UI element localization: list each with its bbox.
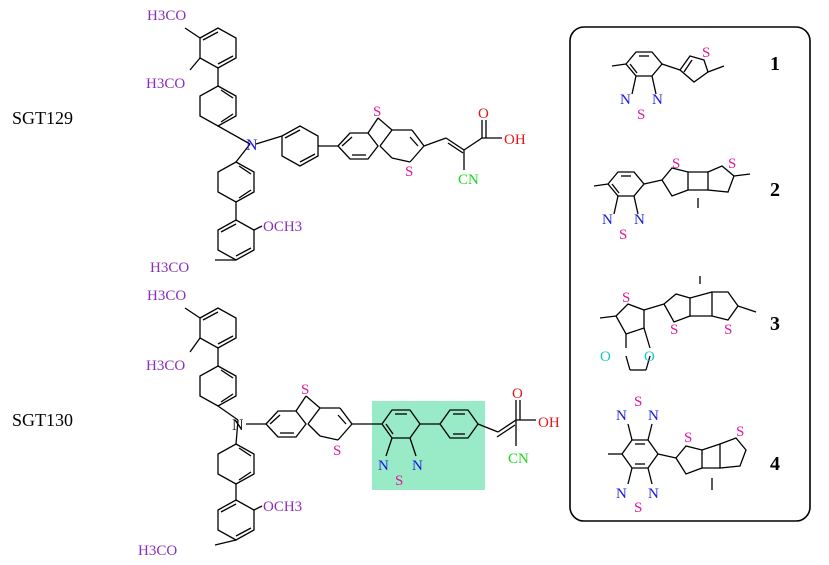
monomer-4-bottom-n-left: N bbox=[616, 486, 627, 502]
monomer-2-thiophene-s-left: S bbox=[672, 156, 680, 172]
sgt130-carbonyl-oxygen: O bbox=[512, 386, 523, 402]
sgt129-hydroxyl: OH bbox=[504, 132, 526, 148]
monomer-3-edot-s: S bbox=[622, 290, 630, 306]
monomer-3-structure bbox=[599, 276, 757, 371]
monomer-2-structure bbox=[593, 165, 751, 215]
sgt130-methoxy-mid: H3CO bbox=[146, 358, 185, 374]
sgt130-btd-nitrogen-right: N bbox=[412, 458, 423, 474]
sgt129-methoxy-och3: OCH3 bbox=[263, 219, 302, 235]
sgt129-sulfur-top: S bbox=[373, 104, 381, 120]
sgt129-methoxy-bottom: H3CO bbox=[150, 260, 189, 276]
monomer-3-edot-o-right: O bbox=[644, 349, 655, 365]
monomer-4-top-s: S bbox=[634, 394, 642, 410]
sgt130-nitrogen: N bbox=[232, 417, 244, 434]
sgt130-sulfur-bottom: S bbox=[333, 443, 341, 459]
monomer-1-btd-n-left: N bbox=[620, 92, 631, 108]
sgt130-label: SGT130 bbox=[12, 410, 73, 430]
sgt130-cyano: CN bbox=[508, 451, 529, 467]
monomer-2-btd-s: S bbox=[619, 227, 627, 243]
sgt130-sulfur-top: S bbox=[301, 382, 309, 398]
monomer-4-top-n-left: N bbox=[616, 408, 627, 424]
monomer-3-edot-o-left: O bbox=[600, 349, 611, 365]
monomer-4-top-n-right: N bbox=[648, 408, 659, 424]
sgt130-btd-nitrogen-left: N bbox=[378, 458, 389, 474]
sgt130-btd-sulfur: S bbox=[395, 473, 403, 489]
monomer-panel-frame bbox=[569, 26, 811, 522]
sgt129-sulfur-bottom: S bbox=[405, 164, 413, 180]
monomer-2-thiophene-s-right: S bbox=[728, 156, 736, 172]
monomer-2-label: 2 bbox=[770, 179, 780, 201]
sgt129-structure bbox=[184, 27, 502, 261]
monomer-4-bottom-s: S bbox=[634, 500, 642, 516]
sgt130-structure bbox=[184, 307, 536, 546]
monomer-4-thiophene-s-left: S bbox=[684, 430, 692, 446]
monomer-2-btd-n-left: N bbox=[602, 212, 613, 228]
monomer-1-label: 1 bbox=[770, 53, 780, 75]
monomer-3-thiophene-s-right: S bbox=[724, 322, 732, 338]
sgt129-methoxy-top: H3CO bbox=[147, 8, 186, 24]
sgt129-nitrogen: N bbox=[246, 137, 258, 154]
sgt130-methoxy-bottom: H3CO bbox=[138, 543, 177, 559]
sgt130-methoxy-och3: OCH3 bbox=[263, 499, 302, 515]
monomer-4-structure bbox=[608, 423, 747, 490]
monomer-3-label: 3 bbox=[770, 313, 780, 335]
monomer-4-bottom-n-right: N bbox=[648, 486, 659, 502]
sgt129-cyano: CN bbox=[458, 172, 479, 188]
monomer-1-btd-n-right: N bbox=[652, 92, 663, 108]
monomer-1-btd-s: S bbox=[637, 107, 645, 123]
sgt129-label: SGT129 bbox=[12, 108, 73, 128]
sgt130-methoxy-top: H3CO bbox=[147, 288, 186, 304]
sgt130-hydroxyl: OH bbox=[538, 415, 560, 431]
monomer-4-label: 4 bbox=[770, 453, 780, 475]
monomer-1-thiophene-s: S bbox=[702, 45, 710, 61]
monomer-1-structure bbox=[611, 51, 725, 95]
sgt129-carbonyl-oxygen: O bbox=[478, 106, 489, 122]
sgt129-methoxy-mid: H3CO bbox=[146, 76, 185, 92]
benzothiadiazole-highlight bbox=[372, 401, 485, 490]
monomer-4-thiophene-s-right: S bbox=[736, 424, 744, 440]
monomer-2-btd-n-right: N bbox=[634, 212, 645, 228]
monomer-3-thiophene-s-left: S bbox=[670, 322, 678, 338]
